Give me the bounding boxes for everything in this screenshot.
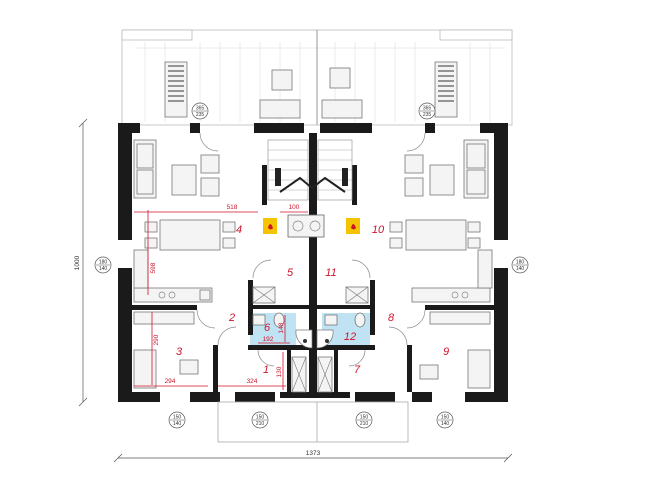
total-width-dimension: 1373 (306, 450, 321, 457)
flame-icon (351, 224, 356, 230)
window-label-top-left: 365 235 (191, 102, 209, 120)
room-label-1: 1 (263, 364, 269, 376)
room-label-11: 11 (325, 267, 336, 279)
window-label-bottom-4: 150 140 (436, 411, 454, 429)
room-label-6: 6 (264, 322, 271, 334)
window-bottom-4-width: 150 (441, 415, 450, 421)
room-label-2: 2 (228, 312, 235, 324)
storage-boxes (252, 286, 369, 393)
window-side-right-height: 140 (516, 266, 525, 272)
window-bottom-3-height: 210 (360, 421, 369, 427)
dimension-294: 294 (165, 378, 176, 385)
interior-dimension-lines (134, 210, 308, 390)
interior-walls (132, 133, 494, 398)
window-label-bottom-1: 150 140 (168, 411, 186, 429)
window-label-bottom-2: 150 210 (251, 411, 269, 429)
room-label-9: 9 (443, 346, 449, 358)
window-top-left-height: 235 (196, 112, 205, 118)
room-label-12: 12 (344, 331, 356, 343)
entrance-porch (217, 401, 409, 443)
window-label-side-right: 180 140 (511, 256, 529, 274)
bathroom-fixtures (252, 312, 366, 349)
flame-icon (268, 224, 273, 230)
window-top-left-width: 365 (196, 106, 205, 112)
stairs (267, 139, 353, 201)
window-bottom-3-width: 150 (360, 415, 369, 421)
window-top-right-height: 235 (423, 112, 432, 118)
dimension-192: 192 (263, 336, 274, 343)
window-bottom-4-height: 140 (441, 421, 450, 427)
chimney-block (287, 214, 325, 238)
window-label-bottom-3: 150 210 (355, 411, 373, 429)
room-label-10: 10 (372, 224, 385, 236)
window-top-right-width: 365 (423, 106, 432, 112)
window-bottom-1-height: 140 (173, 421, 182, 427)
total-height-dimension: 1000 (74, 255, 81, 270)
room-label-3: 3 (176, 346, 183, 358)
window-label-top-right: 365 235 (418, 102, 436, 120)
overall-dimension-height: 1000 (74, 118, 88, 407)
window-label-side-left: 180 140 (94, 256, 112, 274)
dimension-518: 518 (227, 204, 238, 211)
dimension-148: 148 (278, 322, 285, 333)
dimension-100: 100 (289, 204, 300, 211)
terrace-top (121, 29, 513, 126)
room-label-7: 7 (354, 364, 361, 376)
window-side-left-height: 140 (99, 266, 108, 272)
dimension-130: 130 (276, 366, 283, 377)
living-furniture-right (389, 139, 493, 303)
overall-dimension-width: 1373 (113, 450, 513, 463)
dimension-598: 598 (150, 262, 157, 273)
exterior-walls (118, 123, 508, 402)
door-swings (196, 132, 426, 367)
dimension-324: 324 (247, 378, 258, 385)
window-bottom-2-width: 150 (256, 415, 265, 421)
bedroom-furniture (133, 311, 491, 389)
living-furniture-left (133, 139, 236, 303)
room-label-4: 4 (236, 224, 242, 236)
window-side-left-width: 180 (99, 260, 108, 266)
room-label-8: 8 (388, 312, 395, 324)
dimension-290: 290 (153, 334, 160, 345)
window-bottom-1-width: 150 (173, 415, 182, 421)
window-side-right-width: 180 (516, 260, 525, 266)
window-bottom-2-height: 210 (256, 421, 265, 427)
room-label-5: 5 (287, 267, 294, 279)
